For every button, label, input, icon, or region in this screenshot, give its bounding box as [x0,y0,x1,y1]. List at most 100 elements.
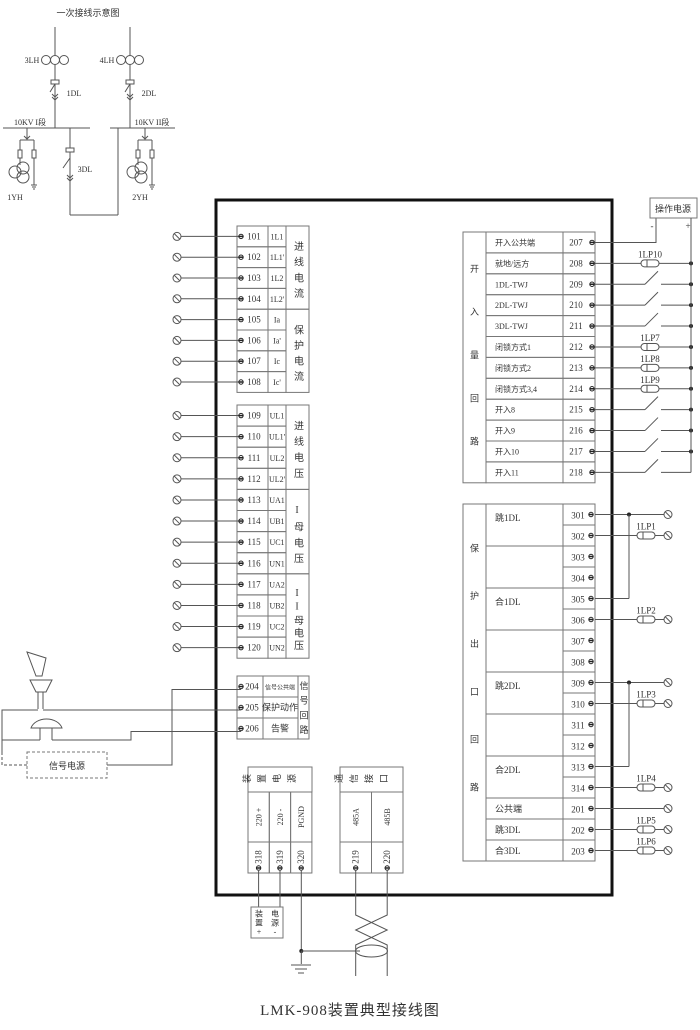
signal-name: UL2 [270,454,285,463]
link-plate-icon[interactable] [640,384,660,393]
external-terminal-icon[interactable] [172,315,182,325]
ct-label: 3LH [25,56,40,65]
external-terminal-icon[interactable] [172,356,182,366]
link-plate-icon[interactable] [640,259,660,268]
terminal-screw-icon [238,539,244,545]
external-terminal-icon[interactable] [172,252,182,262]
signal-name: 保护动作 [262,702,298,713]
terminal-number: 114 [247,516,261,526]
terminal-screw-icon [589,406,595,413]
external-terminal-icon[interactable] [172,622,182,632]
signal-name: Ia [274,316,281,325]
terminal-screw-icon [588,532,594,539]
external-terminal-icon[interactable] [172,273,182,283]
link-plate-icon[interactable] [636,825,656,834]
terminal-number: 306 [571,616,585,626]
external-terminal-icon[interactable] [663,531,673,540]
slash [173,623,181,630]
terminal-number: 203 [571,847,585,857]
terminal-number: 105 [247,315,261,325]
terminal-number: 117 [247,579,261,589]
pt-label: 1YH [7,193,23,202]
terminal-number: 208 [569,258,583,268]
external-terminal-icon[interactable] [172,411,182,421]
terminal-screw-icon [238,644,244,651]
external-terminal-icon[interactable] [172,643,182,653]
external-terminal-icon[interactable] [663,783,673,792]
link-plate-icon[interactable] [636,783,656,792]
switch-contact-icon [644,312,659,327]
link-plate-icon[interactable] [636,846,656,855]
external-terminal-icon[interactable] [663,699,673,708]
link-plate-icon[interactable] [640,342,660,351]
slash [173,357,181,365]
external-terminal-icon[interactable] [172,474,182,484]
twisted-pair-wire [355,870,389,976]
link-plate-icon[interactable] [636,615,656,624]
signal-name: UA2 [269,580,285,589]
external-terminal-icon[interactable] [663,825,673,834]
terminal-screw-icon [588,847,594,854]
bus-label: 10KV II段 [135,117,170,127]
switch-contact-icon [644,417,659,431]
external-terminal-icon[interactable] [663,615,673,624]
signal-name: UL1 [270,412,285,421]
external-terminal-icon[interactable] [663,804,673,813]
terminal-number: 201 [571,805,585,815]
power-terminal-label: 220 - [276,808,285,825]
external-terminal-icon[interactable] [172,294,182,304]
breaker-label: 1DL [67,89,82,98]
external-terminal-icon[interactable] [172,579,182,589]
arrester-icon [149,149,155,159]
terminal-number: 211 [569,321,582,331]
primary-diagram-title: 一次接线示意图 [56,7,119,18]
external-terminal-icon[interactable] [172,558,182,568]
signal-name: UL1' [269,433,286,442]
external-terminal-icon[interactable] [172,516,182,526]
terminal-screw-icon [588,721,594,728]
external-terminal-icon[interactable] [172,537,182,547]
terminal-number: 303 [571,553,585,563]
signal-name: 告警 [271,723,289,734]
terminal-screw-icon [238,602,244,609]
terminal-number: 109 [247,411,261,421]
slash [664,616,672,623]
external-terminal-icon[interactable] [172,432,182,442]
link-plate-icon[interactable] [636,531,656,540]
external-terminal-icon[interactable] [663,510,673,519]
switch-contact-icon [644,458,659,473]
power-terminal-label: PGND [297,806,306,828]
external-terminal-icon[interactable] [172,495,182,505]
bus-tie-breaker-icon [62,157,74,182]
terminal-number: 207 [569,237,583,247]
terminal-number: 318 [254,850,264,864]
terminal-number: 301 [571,511,585,521]
link-plate-label: 1LP10 [638,249,663,259]
output-label: 公共端 [495,803,522,814]
external-terminal-icon[interactable] [172,231,182,241]
link-plate-label: 1LP1 [636,522,656,532]
terminal-screw-icon [589,469,595,476]
comm-header: 通信接口 [334,768,389,783]
group-label: 信号回路 [299,680,309,740]
link-plate-label: 1LP3 [636,690,656,700]
terminal-screw-icon [589,239,595,246]
terminal-screw-icon [238,518,244,524]
terminal-screw-icon [255,865,262,871]
group-label: I母电压 [292,505,304,569]
fuse-icon [135,149,141,159]
external-terminal-icon[interactable] [663,846,673,855]
external-terminal-icon[interactable] [663,678,673,687]
external-terminal-icon[interactable] [172,377,182,387]
external-terminal-icon[interactable] [172,335,182,345]
pt-fuse-icon [23,135,31,140]
external-terminal-icon[interactable] [172,453,182,463]
terminal-screw-icon [238,560,244,566]
link-plate-icon[interactable] [640,363,660,372]
slash [173,433,181,441]
link-plate-icon[interactable] [636,699,656,708]
external-terminal-icon[interactable] [172,600,182,610]
voltage-transformer-icon [8,165,22,179]
current-transformer-icon [59,55,69,65]
group-label: II母电压 [292,588,304,653]
